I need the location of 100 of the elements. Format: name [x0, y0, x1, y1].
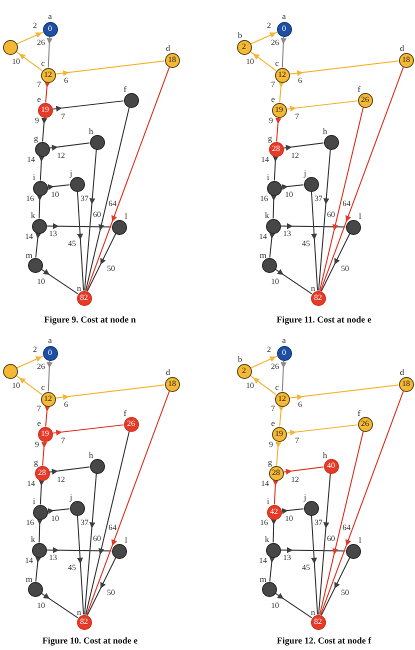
- arrow: [35, 556, 42, 582]
- arrow: [289, 384, 399, 400]
- arrow: [36, 194, 43, 219]
- edge-label: 10: [271, 602, 279, 610]
- graph-node: [112, 220, 126, 234]
- arrow: [275, 441, 282, 466]
- arrow: [16, 356, 44, 368]
- edge-label: 14: [27, 156, 35, 164]
- arrow: [16, 51, 42, 71]
- graph-node: 82: [310, 290, 326, 306]
- edge-label: 60: [93, 535, 101, 543]
- node-letter: c: [275, 58, 279, 68]
- node-letter: g: [268, 458, 272, 466]
- arrow: [47, 184, 70, 190]
- graph-node: 0: [276, 22, 292, 36]
- graph-node: 40: [324, 458, 338, 474]
- edge-label: 9: [35, 441, 39, 449]
- node-letter: m: [260, 574, 266, 584]
- edge-label: 12: [291, 152, 299, 160]
- arrow: [280, 36, 287, 68]
- edge-label: 14: [25, 557, 33, 565]
- graph-node: 26: [358, 416, 372, 432]
- node-letter: g: [268, 134, 272, 142]
- arrow: [269, 232, 276, 258]
- edge-label: 10: [246, 382, 254, 390]
- graph-node: [2, 40, 18, 54]
- node-letter: j: [304, 492, 306, 502]
- edge-label: 10: [12, 382, 20, 390]
- arrow: [86, 390, 170, 616]
- graph-node: 12: [40, 68, 56, 82]
- graph-node: 28: [268, 142, 284, 156]
- arrow: [319, 107, 364, 291]
- edge-label: 10: [246, 58, 254, 66]
- edge-label: 50: [341, 265, 349, 273]
- arrow: [84, 149, 97, 291]
- graph-node: 18: [164, 376, 180, 392]
- arrow: [280, 223, 346, 230]
- arrow: [320, 66, 404, 292]
- edge-label: 10: [285, 191, 293, 199]
- edge-label: 12: [291, 476, 299, 484]
- arrow: [286, 424, 358, 436]
- arrow: [270, 194, 277, 219]
- edge-label: 50: [107, 265, 115, 273]
- edge-label: 7: [61, 113, 65, 121]
- arrow: [86, 233, 116, 292]
- arrow: [275, 117, 282, 142]
- edge-label: 26: [271, 39, 279, 47]
- node-letter: e: [271, 94, 275, 104]
- graph-node: [124, 92, 138, 108]
- arrow: [52, 100, 124, 112]
- arrow: [16, 32, 44, 44]
- arrow: [250, 51, 276, 71]
- edge-label: 2: [267, 346, 271, 354]
- arrow: [86, 66, 170, 292]
- edge-label: 13: [49, 230, 57, 238]
- edge-label: 2: [33, 22, 37, 30]
- node-letter: i: [32, 496, 36, 506]
- node-letter: l: [358, 212, 362, 220]
- arrow: [283, 142, 324, 151]
- edge-label: 64: [342, 524, 350, 532]
- node-letter: c: [41, 382, 45, 392]
- graph-node: 26: [124, 416, 138, 432]
- arrow: [272, 480, 279, 505]
- arrow: [76, 515, 84, 615]
- edge-label: 50: [341, 589, 349, 597]
- node-letter: n: [76, 608, 82, 616]
- node-letter: n: [310, 284, 316, 292]
- graph-node: 12: [274, 68, 290, 82]
- edge-label: 45: [68, 240, 76, 248]
- node-letter: f: [124, 84, 126, 94]
- graph-node: [90, 458, 104, 474]
- arrow: [44, 81, 50, 103]
- edge-label: 6: [64, 401, 68, 409]
- graph-node: [32, 542, 46, 558]
- edge-label: 7: [37, 405, 41, 413]
- edge-label: 14: [259, 557, 267, 565]
- edge-label: 2: [33, 346, 37, 354]
- graph-node: 12: [40, 392, 56, 406]
- node-letter: l: [124, 536, 128, 544]
- arrow: [280, 547, 346, 554]
- edge-label: 9: [35, 117, 39, 125]
- arrow: [35, 232, 42, 258]
- graph-node: [32, 180, 48, 196]
- edge-label: 9: [269, 441, 273, 449]
- arrow: [16, 375, 42, 395]
- edge-label: 60: [93, 211, 101, 219]
- figure-caption: Figure 12. Cost at node f: [276, 636, 372, 646]
- node-letter: a: [282, 336, 286, 344]
- figure-caption: Figure 11. Cost at node e: [276, 316, 372, 324]
- graph-node: [304, 176, 318, 192]
- arrow: [320, 390, 404, 616]
- node-letter: j: [70, 492, 72, 502]
- node-letter: l: [124, 212, 128, 220]
- node-letter: g: [34, 458, 38, 466]
- arrow: [85, 431, 130, 615]
- edge-label: 60: [327, 211, 335, 219]
- node-letter: k: [30, 210, 36, 220]
- edge-label: 60: [327, 535, 335, 543]
- arrow: [281, 184, 304, 190]
- node-letter: a: [48, 336, 52, 344]
